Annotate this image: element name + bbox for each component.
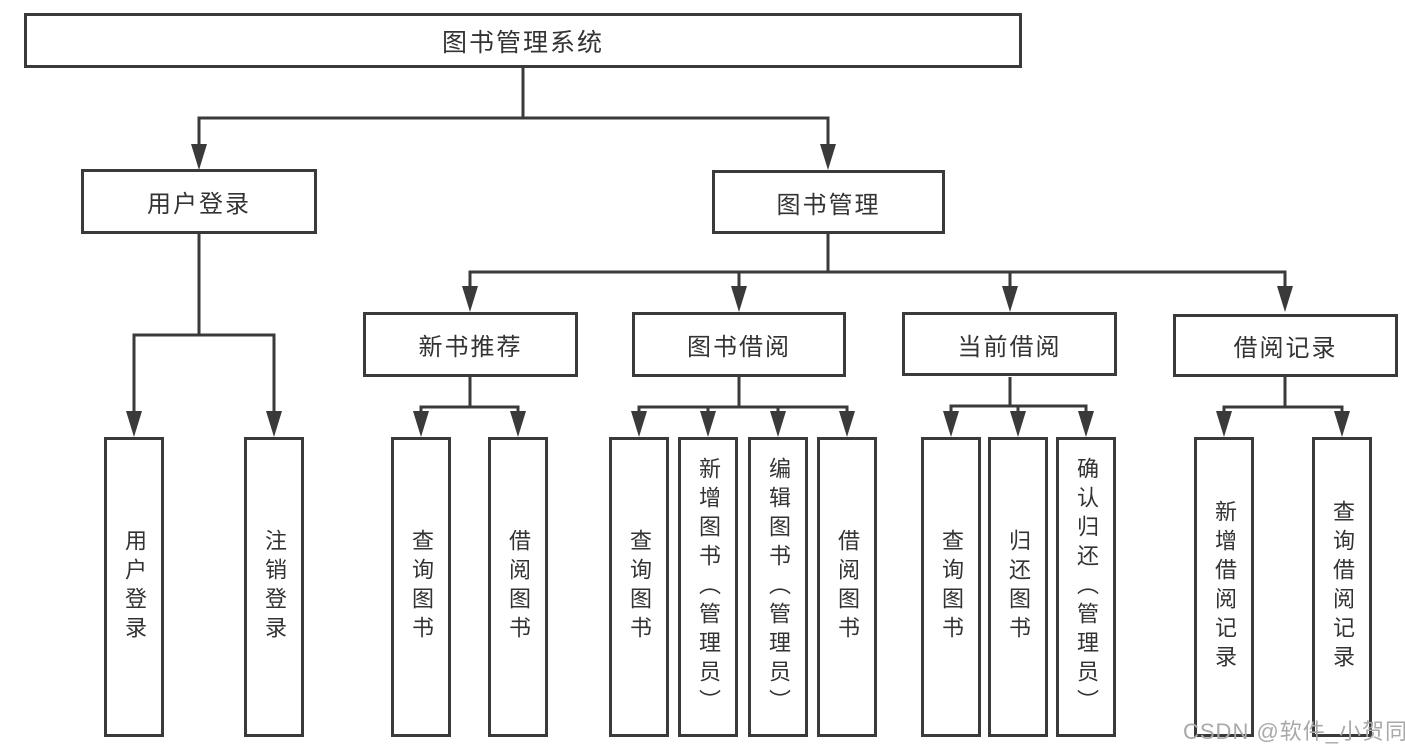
leaf-label: 查询图书 (409, 529, 434, 645)
node-new-book-recommend: 新书推荐 (363, 312, 578, 377)
leaf-borrow-books-recommend: 借阅图书 (488, 437, 548, 737)
leaf-query-books-current: 查询图书 (921, 437, 981, 737)
node-label: 当前借阅 (957, 333, 1062, 361)
node-label: 图书管理 (776, 191, 881, 219)
leaf-label: 查询图书 (939, 529, 964, 645)
leaf-label: 借阅图书 (835, 529, 860, 645)
node-label: 新书推荐 (418, 334, 523, 361)
leaf-label: 借阅图书 (506, 529, 531, 645)
leaf-return-books: 归还图书 (988, 437, 1048, 737)
leaf-user-login: 用户登录 (104, 437, 164, 737)
leaf-label: 查询借阅记录 (1330, 500, 1355, 674)
leaf-add-books-admin: 新增图书（管理员） (678, 437, 738, 737)
leaf-borrow-books: 借阅图书 (817, 437, 877, 737)
leaf-label: 归还图书 (1006, 529, 1031, 645)
csdn-watermark: CSDN @软件_小贺同学 (1183, 719, 1405, 744)
leaf-logout-login: 注销登录 (244, 437, 304, 737)
leaf-query-books-borrow: 查询图书 (609, 437, 669, 737)
leaf-add-borrow-record: 新增借阅记录 (1194, 437, 1254, 737)
leaf-query-books-recommend: 查询图书 (391, 437, 451, 737)
node-library-management-system: 图书管理系统 (24, 13, 1022, 68)
arrowheads (126, 144, 1350, 437)
node-label: 借阅记录 (1233, 335, 1338, 362)
leaf-label: 注销登录 (262, 529, 287, 645)
node-label: 图书借阅 (687, 334, 791, 361)
leaf-label: 新增图书（管理员） (696, 456, 721, 718)
leaf-query-borrow-record: 查询借阅记录 (1312, 437, 1372, 737)
node-current-borrow: 当前借阅 (902, 312, 1117, 376)
leaf-label: 用户登录 (122, 529, 147, 645)
node-book-management: 图书管理 (712, 170, 945, 234)
leaf-edit-books-admin: 编辑图书（管理员） (748, 437, 808, 737)
leaf-label: 新增借阅记录 (1212, 500, 1237, 674)
node-label: 用户登录 (147, 191, 251, 218)
node-borrow-records: 借阅记录 (1173, 314, 1398, 377)
leaf-label: 编辑图书（管理员） (766, 456, 791, 718)
node-label: 图书管理系统 (441, 28, 604, 57)
node-book-borrow: 图书借阅 (632, 312, 846, 377)
leaf-confirm-return-admin: 确认归还（管理员） (1056, 437, 1116, 737)
node-user-login: 用户登录 (81, 169, 317, 234)
leaf-label: 查询图书 (627, 529, 652, 645)
leaf-label: 确认归还（管理员） (1074, 456, 1099, 718)
